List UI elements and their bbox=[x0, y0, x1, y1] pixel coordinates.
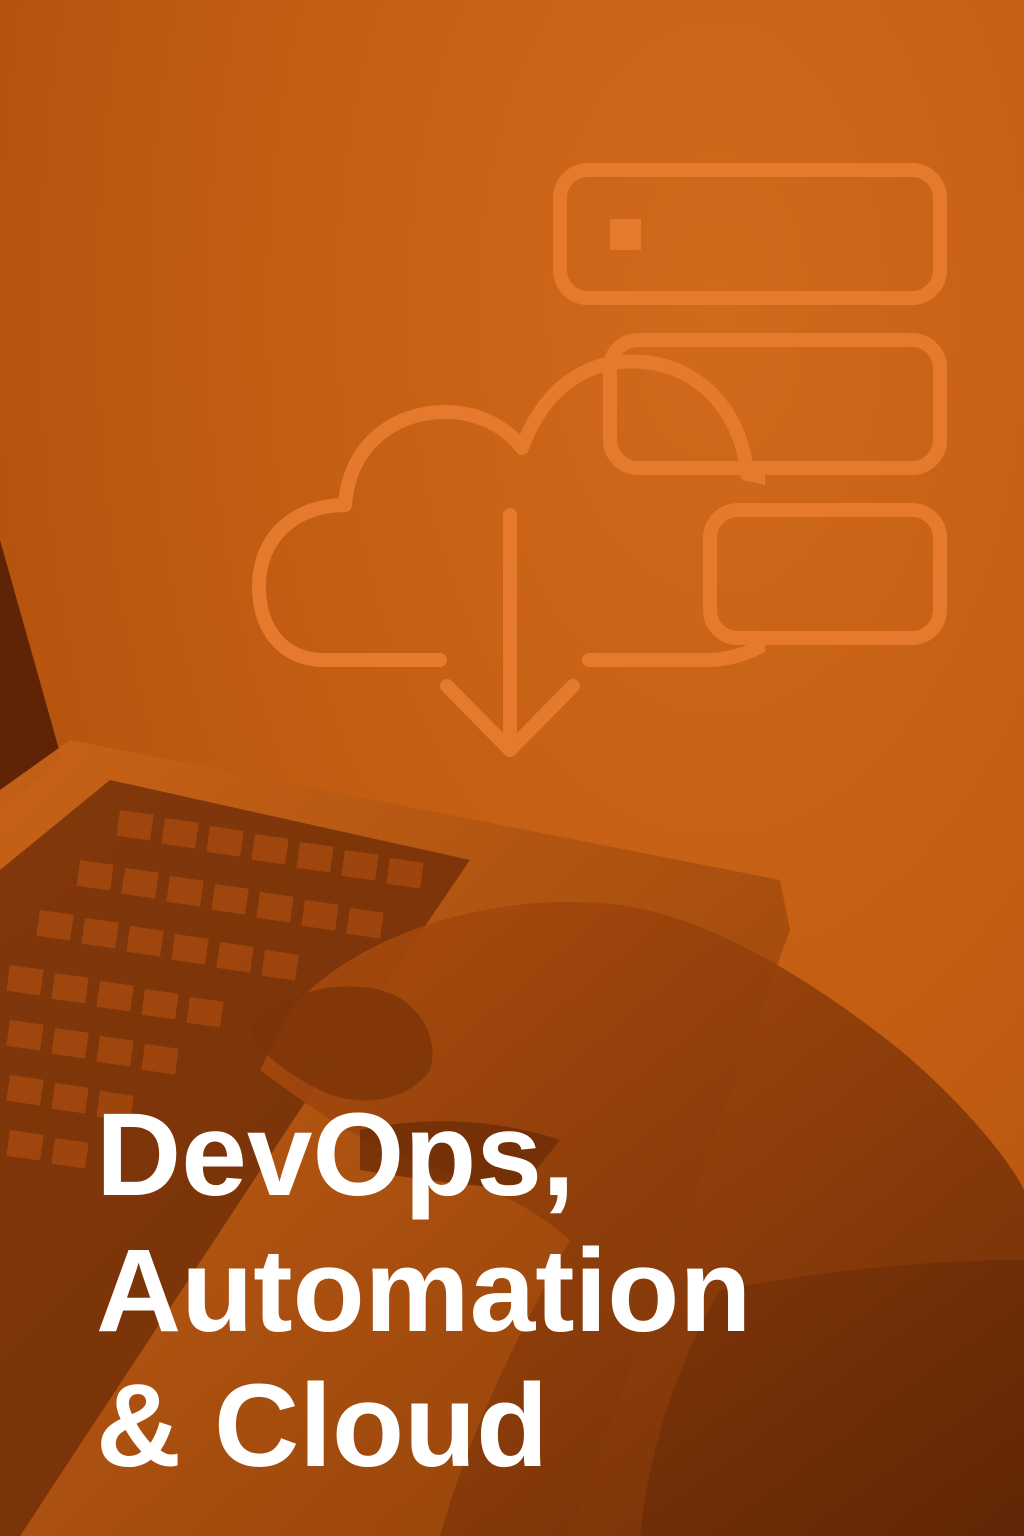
headline-line-2: Automation bbox=[96, 1224, 752, 1357]
headline-line-3: & Cloud bbox=[96, 1360, 549, 1493]
keyboard-keys bbox=[6, 809, 424, 1169]
headline-line-1: DevOps, bbox=[96, 1089, 575, 1221]
server-stack-icon bbox=[553, 163, 947, 645]
headline: DevOps, Automation & Cloud bbox=[96, 1088, 936, 1495]
cloud-download-icon bbox=[252, 354, 765, 757]
